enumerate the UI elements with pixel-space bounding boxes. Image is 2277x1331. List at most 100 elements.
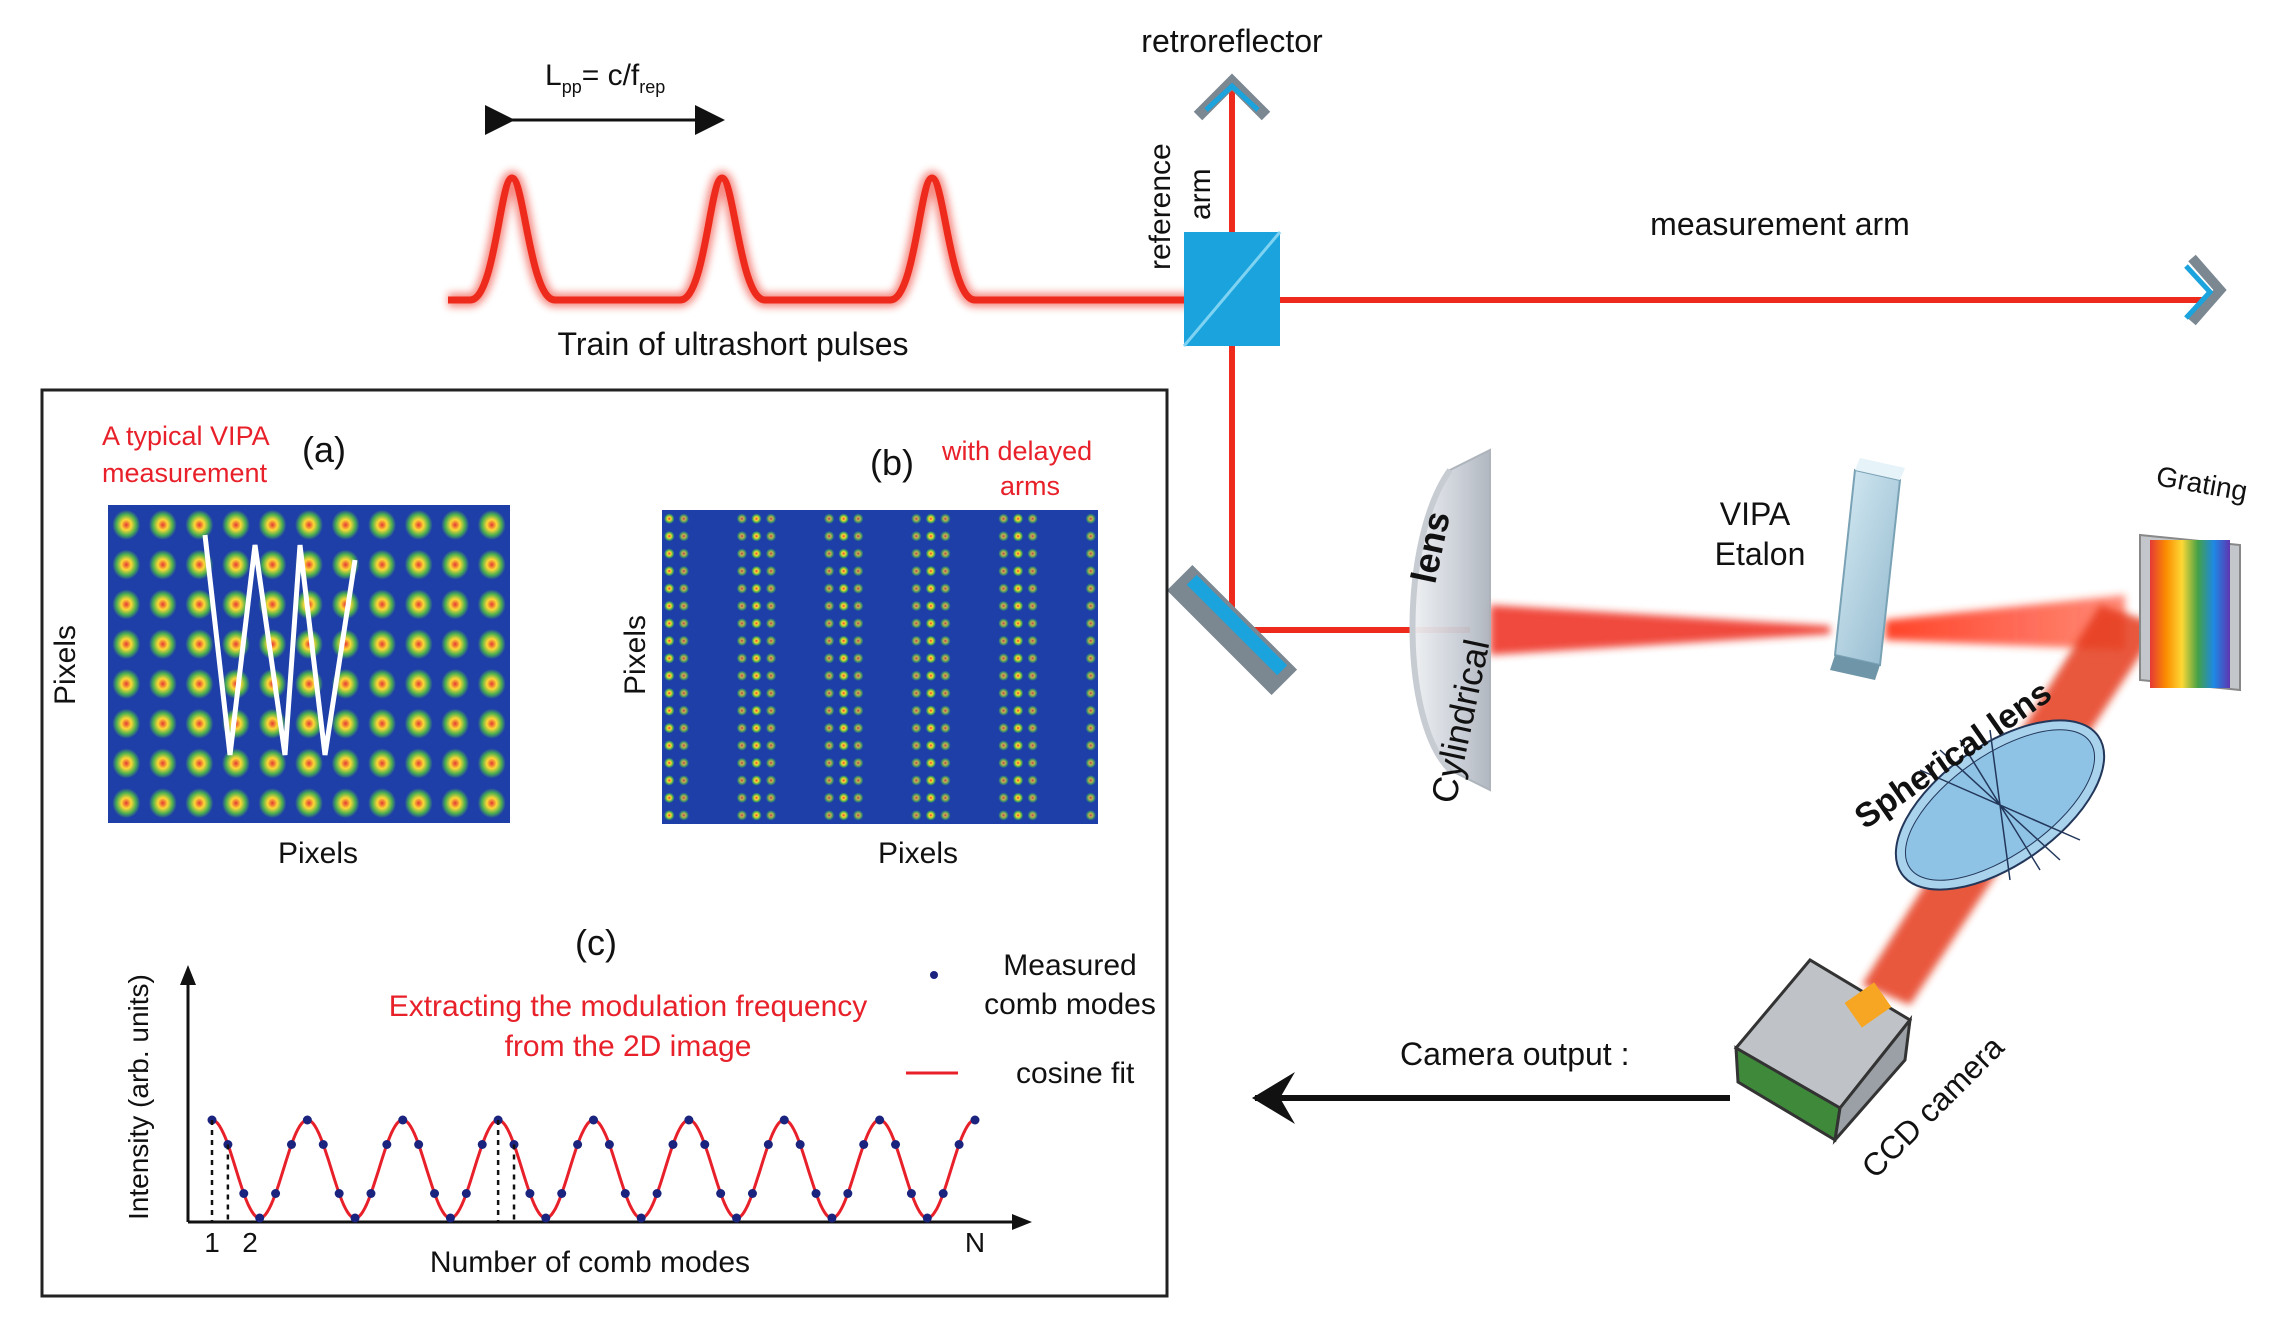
heatmap-spot (751, 740, 762, 751)
heatmap-spot (221, 589, 250, 620)
heatmap-spot (1085, 618, 1096, 629)
heatmap-spot (765, 635, 777, 647)
heatmap-spot (751, 705, 762, 716)
heatmap-spot (853, 600, 864, 612)
retroreflector-label: retroreflector (1141, 23, 1323, 59)
heatmap-spot (998, 565, 1009, 577)
comb-mode-point (747, 1189, 757, 1198)
comb-mode-point (652, 1189, 662, 1198)
heatmap-spot (368, 509, 397, 540)
heatmap-spot (477, 748, 506, 779)
heatmap-spot (823, 740, 835, 751)
heatmap-spot (823, 635, 835, 647)
heatmap-spot (925, 810, 937, 821)
panel-a-xlabel: Pixels (278, 837, 358, 870)
comb-mode-point (271, 1189, 281, 1198)
heatmap-spot (998, 687, 1009, 699)
comb-mode-point (382, 1140, 392, 1149)
heatmap-spot (185, 708, 214, 739)
heatmap-spot (148, 708, 177, 739)
heatmap-spot (998, 530, 1009, 542)
heatmap-spot (925, 513, 937, 524)
panel-c-note-1: Extracting the modulation frequency (389, 990, 868, 1023)
comb-mode-point (477, 1140, 487, 1149)
panel-c-xlabel: Number of comb modes (430, 1246, 750, 1279)
heatmap-spot (185, 629, 214, 660)
panel-b-tag: (b) (870, 442, 914, 483)
heatmap-spot (148, 549, 177, 580)
heatmap-spot (838, 548, 849, 559)
heatmap-spot (1012, 670, 1024, 681)
heatmap-spot (1027, 583, 1038, 594)
heatmap-spot (823, 722, 835, 734)
heatmap-spot (940, 565, 951, 577)
heatmap-spot (925, 583, 937, 594)
heatmap-spot (838, 757, 849, 769)
heatmap-spot (823, 583, 835, 594)
heatmap-spot (664, 513, 675, 524)
heatmap-spot (751, 687, 762, 699)
heatmap-spot (368, 788, 397, 819)
heatmap-spot (295, 708, 323, 739)
panel-b-note-1: with delayed (941, 436, 1092, 466)
heatmap-spot (221, 748, 250, 779)
heatmap-spot (678, 757, 689, 769)
heatmap-spot (911, 722, 922, 734)
heatmap-spot (853, 653, 864, 664)
heatmap-spot (1085, 705, 1096, 716)
heatmap-spot (823, 513, 835, 524)
heatmap-spot (940, 792, 951, 804)
camera-output-label: Camera output : (1400, 1036, 1629, 1072)
comb-mode-point (859, 1140, 869, 1149)
beam-splitter (1182, 231, 1282, 347)
heatmap-spot (940, 513, 951, 524)
heatmap-spot (678, 513, 689, 524)
pulse-spacing-label: Lpp= c/frep (545, 59, 665, 97)
heatmap-spot (185, 509, 214, 540)
heatmap-spot (925, 705, 937, 716)
heatmap-spot (998, 548, 1009, 559)
heatmap-spot (221, 788, 250, 819)
heatmap-spot (678, 705, 689, 716)
heatmap-spot (1012, 722, 1024, 734)
heatmap-spot (295, 788, 323, 819)
heatmap-spot (1027, 565, 1038, 577)
heatmap-spot (664, 635, 675, 647)
heatmap-spot (1027, 740, 1038, 751)
heatmap-spot (998, 740, 1009, 751)
heatmap-spot (925, 530, 937, 542)
heatmap-spot (1012, 653, 1024, 664)
heatmap-spot (295, 509, 323, 540)
comb-mode-point (700, 1140, 710, 1149)
heatmap-spot (1027, 775, 1038, 786)
heatmap-spot (664, 600, 675, 612)
heatmap-spot (925, 618, 937, 629)
heatmap-spot (1012, 513, 1024, 524)
heatmap-spot (477, 708, 506, 739)
heatmap-spot (441, 668, 470, 699)
reference-arm-label-2: arm (1184, 168, 1217, 220)
heatmap-spot (331, 509, 360, 540)
heatmap-spot (148, 788, 177, 819)
heatmap-spot (736, 548, 748, 559)
heatmap-spot (678, 653, 689, 664)
heatmap-spot (477, 509, 506, 540)
heatmap-spot (368, 629, 397, 660)
heatmap-spot (678, 670, 689, 681)
heatmap-spot (441, 549, 470, 580)
panel-b-note-2: arms (1000, 471, 1060, 501)
heatmap-spot (1027, 530, 1038, 542)
heatmap-spot (404, 788, 433, 819)
heatmap-spot (751, 653, 762, 664)
heatmap-spot (925, 757, 937, 769)
comb-mode-point (286, 1140, 296, 1149)
heatmap-spot (765, 740, 777, 751)
heatmap-spot (404, 668, 433, 699)
heatmap-spot (1027, 600, 1038, 612)
heatmap-spot (838, 618, 849, 629)
heatmap-spot (853, 810, 864, 821)
comb-mode-point (541, 1213, 551, 1223)
heatmap-spot (911, 792, 922, 804)
heatmap-spot (148, 668, 177, 699)
